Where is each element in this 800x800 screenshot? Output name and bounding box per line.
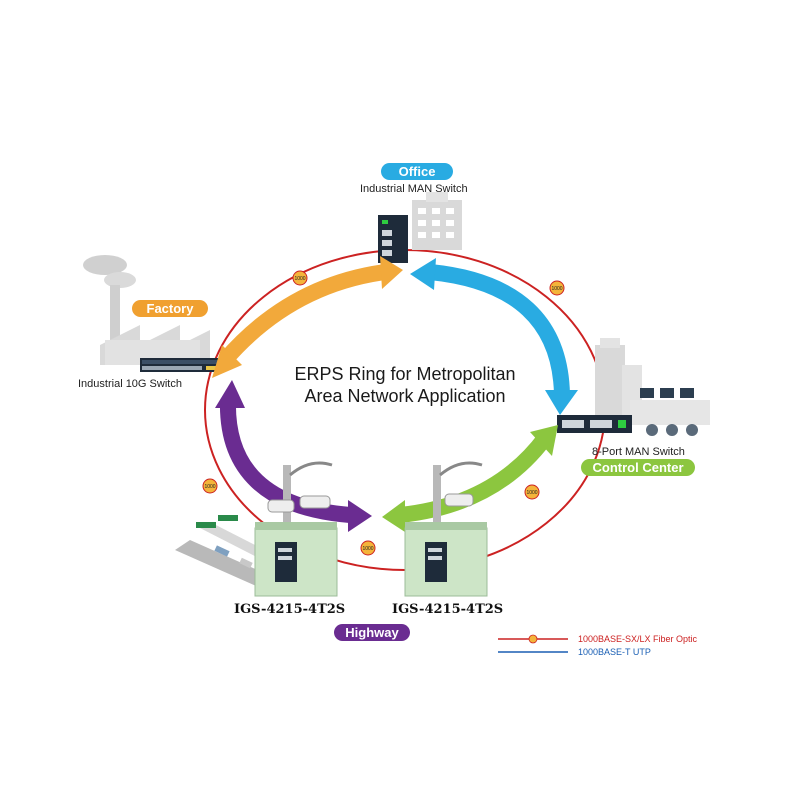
factory-badge: Factory [132,300,208,317]
factory-caption: Industrial 10G Switch [78,378,182,390]
legend-fiber-swatch [498,634,568,644]
link-marker-factory-highway: 1000 [202,478,218,494]
office-caption: Industrial MAN Switch [360,183,468,195]
industrial-man-switch-icon [378,215,408,263]
roadside-cabinet-1 [254,461,338,597]
roadside-cabinet-2 [404,461,488,597]
link-marker-highway-cabinets: 1000 [360,540,376,556]
svg-text:1000: 1000 [551,286,562,292]
diagram-title: ERPS Ring for Metropolitan Area Network … [260,363,550,407]
control-caption: 8-Port MAN Switch [592,446,685,458]
svg-text:1000: 1000 [204,484,215,490]
office-badge: Office [381,163,453,180]
purple-ring-arrow [215,380,372,532]
operator-desks-icon [630,388,710,436]
svg-text:1000: 1000 [526,490,537,496]
highway-badge: Highway [334,624,410,641]
svg-text:1000: 1000 [294,276,305,282]
link-marker-office-factory: 1000 [292,270,308,286]
green-ring-arrow [382,425,558,532]
factory-icon [83,255,210,365]
link-marker-control-highway: 1000 [524,484,540,500]
svg-text:1000: 1000 [362,546,373,552]
control-center-badge: Control Center [581,459,695,476]
diagram-title-line-1: ERPS Ring for Metropolitan [294,364,516,384]
legend-fiber-label: 1000BASE-SX/LX Fiber Optic [578,634,698,644]
industrial-10g-switch-icon [140,358,220,372]
diagram-title-line-2: Area Network Application [304,386,506,406]
control-center-building-icon [595,338,642,415]
blue-ring-arrow [410,258,578,415]
link-marker-office-control: 1000 [549,280,565,296]
legend-utp-label: 1000BASE-T UTP [578,647,651,657]
model-label-2: IGS-4215-4T2S [392,602,504,617]
office-building-icon [412,192,462,250]
8-port-man-switch-icon [557,415,632,433]
model-label-1: IGS-4215-4T2S [234,602,346,617]
orange-ring-arrow [212,256,403,378]
